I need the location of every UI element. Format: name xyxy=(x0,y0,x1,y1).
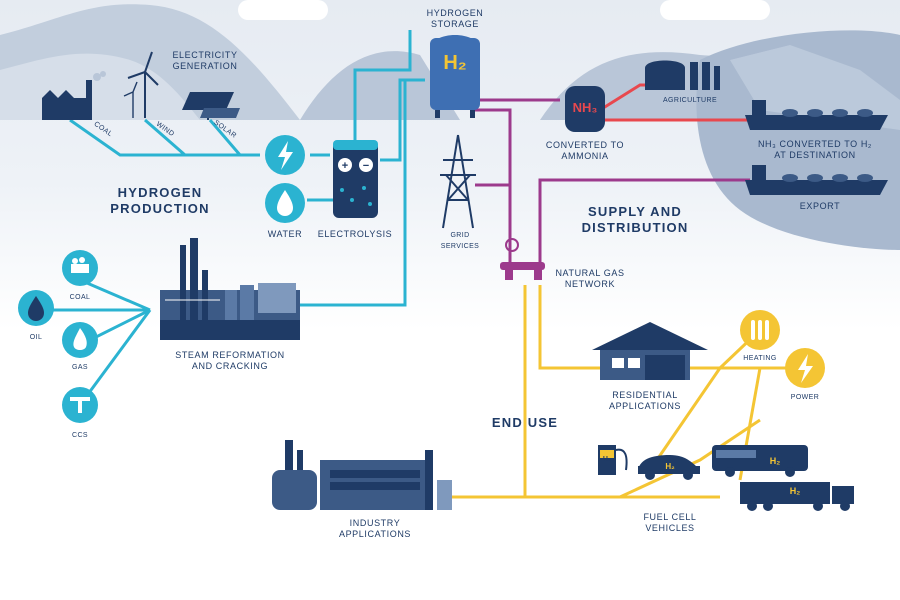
gas-label: GAS xyxy=(72,364,88,371)
heating-label: HEATING xyxy=(743,355,777,362)
hydrogen-production-heading: HYDROGEN PRODUCTION xyxy=(110,185,210,216)
electrolyser-icon: + − xyxy=(333,140,378,218)
pump-h2-label: H₂ xyxy=(602,456,612,463)
electrolysis-label: ELECTROLYSIS xyxy=(317,229,393,239)
h2-pump-icon xyxy=(598,445,628,475)
ccs-label: CCS xyxy=(72,432,88,439)
fuel-cell-vehicles-label: FUEL CELL VEHICLES xyxy=(643,512,697,533)
ammonia-tank xyxy=(565,86,605,132)
coal-plant-icon xyxy=(42,71,106,120)
agriculture-label: AGRICULTURE xyxy=(662,97,718,104)
h2-tank-label: H₂ xyxy=(443,52,467,74)
nh3-tank-label: NH₃ xyxy=(572,100,598,115)
electricity-pipes xyxy=(40,30,425,406)
steam-reformation-label: STEAM REFORMATION AND CRACKING xyxy=(175,350,285,371)
coal-cart-icon xyxy=(62,250,98,286)
water-label: WATER xyxy=(267,229,303,239)
converted-to-ammonia-label: CONVERTED TO AMMONIA xyxy=(545,140,625,161)
truck-icon xyxy=(740,482,854,511)
cloud xyxy=(660,0,770,20)
solar-panel-icon xyxy=(182,92,240,120)
natural-gas-network-label: NATURAL GAS NETWORK xyxy=(555,268,625,289)
residential-label: RESIDENTIAL APPLICATIONS xyxy=(608,390,682,411)
heating-radiator-icon xyxy=(740,310,780,350)
water-drop-icon xyxy=(265,183,305,223)
pylon-icon xyxy=(440,134,476,229)
cloud xyxy=(238,0,328,20)
hydrogen-storage-tank xyxy=(430,35,480,118)
mountain-center xyxy=(300,51,460,120)
ccs-icon xyxy=(62,387,98,423)
power-lightning-icon xyxy=(785,348,825,388)
export-label: EXPORT xyxy=(799,201,841,211)
oil-label: OIL xyxy=(29,334,43,341)
industry-label: INDUSTRY APPLICATIONS xyxy=(338,518,412,539)
truck-h2-label: H₂ xyxy=(789,486,801,496)
bus-h2-label: H₂ xyxy=(769,456,781,466)
power-label: POWER xyxy=(790,394,820,401)
bus-icon xyxy=(712,445,808,477)
agriculture-barn-icon xyxy=(645,60,720,90)
car-icon xyxy=(638,455,700,480)
svg-text:+: + xyxy=(342,160,348,172)
supply-pipes xyxy=(470,98,750,270)
end-use-heading: END USE xyxy=(491,415,559,430)
electricity-generation-label: ELECTRICITY GENERATION xyxy=(172,50,238,71)
car-h2-label: H₂ xyxy=(665,462,675,471)
export-ship-icon xyxy=(745,165,888,195)
nh3-converted-label: NH₃ CONVERTED TO H₂ AT DESTINATION xyxy=(757,139,873,160)
island-fields xyxy=(730,45,900,130)
industry-plant xyxy=(272,440,452,510)
lightning-icon xyxy=(265,135,305,175)
gas-valve-icon xyxy=(500,238,545,280)
oil-drop-icon xyxy=(18,290,54,326)
house-icon xyxy=(592,322,708,380)
coal-source-label: COAL xyxy=(69,294,91,301)
steam-reformation-plant xyxy=(160,238,300,340)
supply-distribution-heading: SUPPLY AND DISTRIBUTION xyxy=(581,204,689,235)
hydrogen-storage-label: HYDROGEN STORAGE xyxy=(426,8,484,29)
tanker-ship-icon xyxy=(745,100,888,130)
svg-text:−: − xyxy=(363,160,369,172)
gas-flame-icon xyxy=(62,322,98,358)
wind-turbine-icon xyxy=(123,51,159,118)
grid-services-label: GRID SERVICES xyxy=(440,232,480,250)
end-use-pipes xyxy=(440,285,800,499)
